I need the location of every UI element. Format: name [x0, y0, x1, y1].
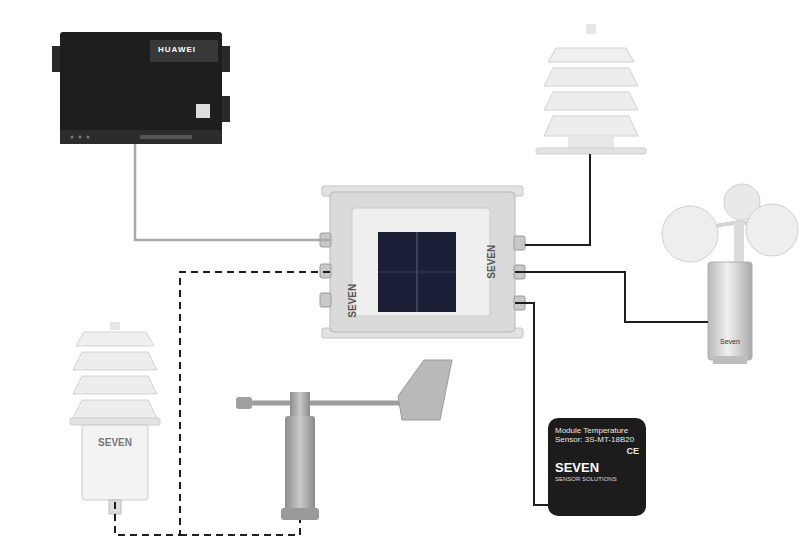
shield-plate	[544, 116, 638, 136]
cable-connector	[135, 144, 330, 240]
cable-gland	[320, 293, 331, 307]
led	[79, 136, 82, 139]
solar-panel	[378, 232, 456, 312]
temp-humidity-sensor	[70, 322, 160, 514]
data-logger	[52, 32, 230, 144]
vane-body	[285, 416, 315, 512]
shield-plate	[73, 352, 157, 370]
box-housing	[330, 192, 515, 332]
cable-connector	[515, 303, 548, 505]
node-text: Seven	[720, 338, 740, 346]
sensor-cable	[525, 154, 590, 245]
sensor-cable	[180, 520, 300, 535]
node-text: SEVEN	[82, 437, 148, 449]
radiation-shield	[536, 24, 646, 154]
anemometer-cup	[746, 204, 798, 256]
led	[71, 136, 74, 139]
solar-cell-line	[378, 272, 456, 273]
logger-front-strip	[60, 130, 222, 144]
data-logger-box: HUAWEI	[60, 32, 222, 144]
anemometer	[662, 184, 798, 364]
shield-plate	[548, 48, 634, 62]
node-text: SENSOR SOLUTIONS	[555, 476, 617, 483]
node-text: SEVEN	[555, 461, 599, 476]
vane-hub	[290, 392, 310, 416]
node-text: Module Temperature Sensor: 3S-MT-18B20	[555, 426, 639, 444]
shield-base	[70, 418, 160, 425]
qr-code	[196, 104, 210, 118]
counterweight	[236, 397, 252, 409]
vane-rod	[244, 401, 402, 406]
wind-vane	[236, 360, 452, 520]
cable-connector	[115, 272, 330, 535]
shield-plate	[73, 376, 157, 394]
port-strip	[140, 135, 192, 139]
shield-plate	[76, 332, 154, 346]
node-text: CE	[626, 446, 639, 456]
vane-base	[281, 508, 319, 520]
junction-box: SEVEN SEVEN	[330, 192, 515, 332]
logger-housing	[60, 32, 222, 144]
node-text: HUAWEI	[158, 45, 222, 54]
module-temp-sensor	[548, 418, 646, 516]
led	[87, 136, 90, 139]
shield-cap	[586, 24, 596, 34]
temp-humidity-box: SEVEN	[82, 425, 148, 500]
shield-plate	[544, 92, 638, 110]
anemometer-base	[713, 356, 747, 364]
junction-box	[320, 186, 525, 338]
anemometer-cup	[662, 206, 718, 262]
anemometer-body	[708, 262, 752, 360]
node-text: SEVEN	[347, 283, 359, 317]
shield-cap	[110, 322, 120, 330]
vane-fin	[398, 360, 452, 420]
module-temp-sensor-box: Module Temperature Sensor: 3S-MT-18B20CE…	[548, 418, 646, 516]
box-lid	[352, 208, 490, 316]
anemometer-box: Seven	[708, 262, 752, 360]
shield-body	[568, 136, 614, 148]
anemometer-stem	[734, 222, 744, 264]
node-text: SEVEN	[486, 245, 498, 279]
shield-base	[536, 148, 646, 154]
cable-connector	[515, 272, 708, 322]
shield-plate	[73, 400, 157, 418]
cable-gland	[514, 236, 525, 250]
shield-plate	[544, 68, 638, 86]
sensor-box	[82, 425, 148, 500]
